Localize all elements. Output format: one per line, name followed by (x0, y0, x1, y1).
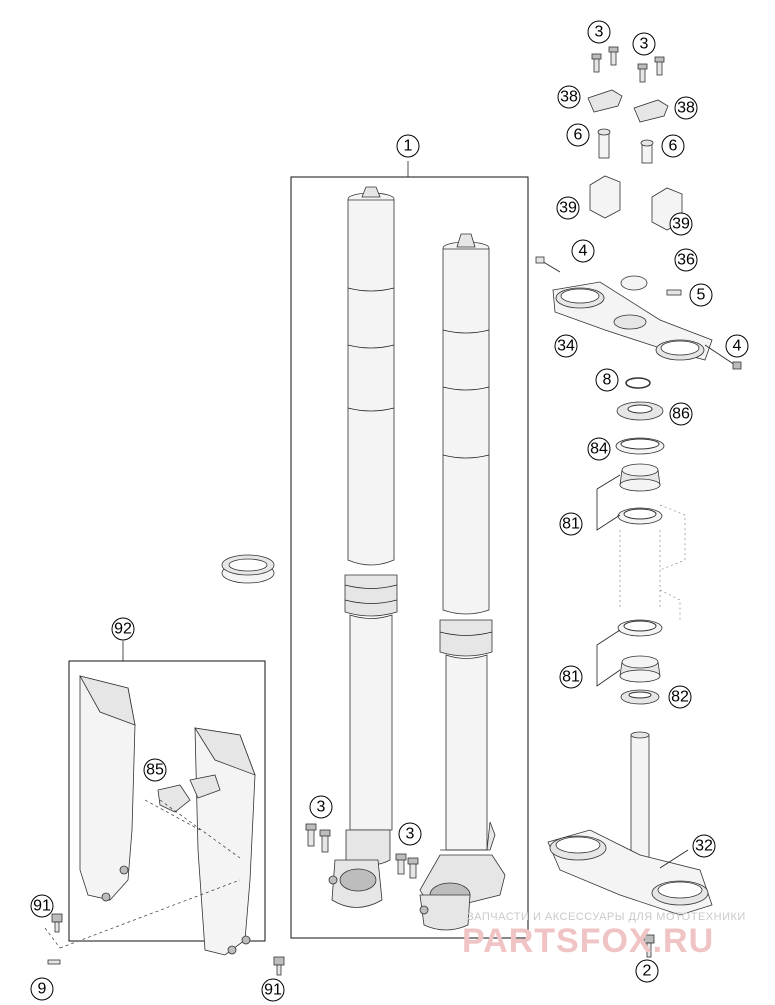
svg-text:39: 39 (559, 200, 577, 217)
callout-8: 8 (595, 368, 619, 392)
callout-81: 81 (559, 665, 583, 689)
svg-text:81: 81 (562, 516, 580, 533)
callout-38: 38 (674, 96, 698, 120)
watermark-tagline: ЗАПЧАСТИ И АКСЕССУАРЫ ДЛЯ МОТОТЕХНИКИ (467, 911, 746, 923)
upper-triple-clamp (535, 256, 742, 370)
svg-text:85: 85 (146, 762, 164, 779)
callout-36: 36 (674, 248, 698, 272)
right-fork-guard (194, 727, 256, 956)
fork-ring (221, 554, 275, 584)
svg-text:38: 38 (560, 89, 578, 106)
callout-32: 32 (692, 834, 716, 858)
svg-text:82: 82 (671, 689, 689, 706)
svg-text:3: 3 (317, 799, 326, 816)
callout-2: 2 (635, 959, 659, 983)
handlebar-mounts-39 (589, 175, 683, 231)
svg-text:5: 5 (697, 287, 706, 304)
svg-text:84: 84 (590, 441, 608, 458)
svg-text:6: 6 (574, 127, 583, 144)
guard-bracket (157, 774, 221, 813)
left-fork-guard (79, 675, 136, 902)
callout-4: 4 (571, 239, 595, 263)
callout-1: 1 (396, 134, 420, 158)
callout-3: 3 (587, 20, 611, 44)
handlebar-clamps-38 (587, 89, 669, 123)
callout-84: 84 (587, 437, 611, 461)
callout-3: 3 (398, 822, 422, 846)
svg-text:81: 81 (562, 669, 580, 686)
callout-3: 3 (632, 32, 656, 56)
svg-text:91: 91 (264, 982, 282, 999)
callout-81: 81 (559, 512, 583, 536)
svg-text:91: 91 (33, 898, 51, 915)
svg-text:4: 4 (579, 243, 588, 260)
svg-text:2: 2 (643, 963, 652, 980)
callout-85: 85 (143, 758, 167, 782)
right-fork-leg (419, 233, 506, 931)
callout-34: 34 (554, 334, 578, 358)
callout-82: 82 (668, 685, 692, 709)
callout-4: 4 (725, 334, 749, 358)
callout-91: 91 (261, 978, 285, 1002)
svg-text:3: 3 (595, 24, 604, 41)
callout-92: 92 (111, 617, 135, 641)
callout-5: 5 (689, 283, 713, 307)
svg-text:34: 34 (557, 338, 575, 355)
svg-text:4: 4 (733, 338, 742, 355)
svg-text:6: 6 (669, 138, 678, 155)
svg-text:92: 92 (114, 621, 132, 638)
callout-86: 86 (669, 402, 693, 426)
steering-bearings (615, 377, 665, 705)
svg-text:86: 86 (672, 406, 690, 423)
watermark-brand: PARTSFOX.RU (462, 922, 714, 960)
svg-text:1: 1 (404, 138, 413, 155)
guard-bolts (47, 913, 285, 976)
svg-text:38: 38 (677, 100, 695, 117)
bottom-bolt-2 (643, 934, 655, 958)
svg-text:32: 32 (695, 838, 713, 855)
fork-assembly-frame (290, 176, 529, 939)
callout-6: 6 (661, 134, 685, 158)
callout-3: 3 (309, 795, 333, 819)
callout-39: 39 (556, 196, 580, 220)
svg-text:3: 3 (406, 826, 415, 843)
callout-38: 38 (557, 85, 581, 109)
svg-text:36: 36 (677, 252, 695, 269)
svg-text:3: 3 (640, 36, 649, 53)
svg-text:8: 8 (603, 372, 612, 389)
svg-text:9: 9 (38, 981, 47, 998)
top-bolts-3 (591, 46, 665, 83)
callout-6: 6 (566, 123, 590, 147)
bolts-6 (597, 128, 654, 164)
callout-39: 39 (669, 212, 693, 236)
left-fork-leg (328, 186, 398, 908)
svg-text:39: 39 (672, 216, 690, 233)
fork-bottom-bolts (305, 823, 419, 879)
callout-91: 91 (30, 894, 54, 918)
lower-triple-clamp (547, 731, 713, 916)
fork-guard-frame (68, 660, 266, 942)
callout-9: 9 (30, 977, 54, 1001)
